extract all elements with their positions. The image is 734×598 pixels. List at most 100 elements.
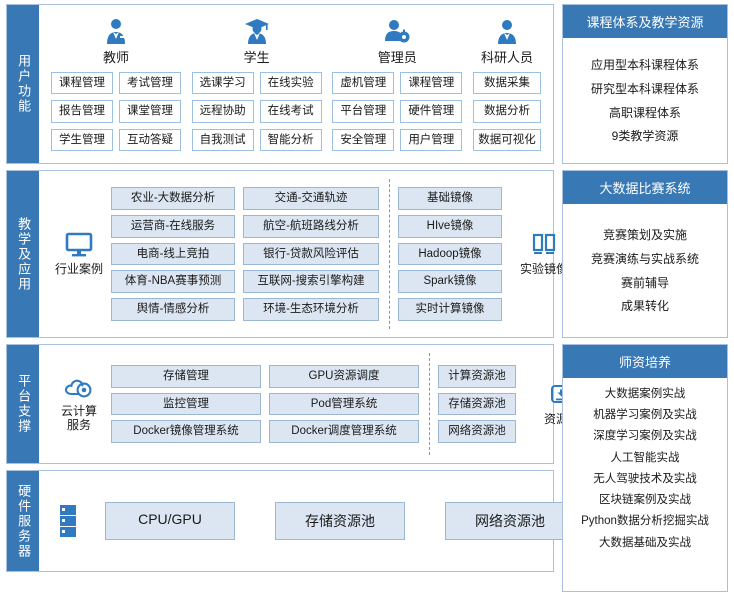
panel-list-item[interactable]: 赛前辅导 (620, 275, 669, 290)
resource-button[interactable]: 存储资源池 (438, 392, 516, 416)
case-button[interactable]: 环境-生态环境分析 (243, 297, 379, 321)
case-button[interactable]: 体育-NBA赛事预测 (111, 270, 235, 293)
case-column-2: 交通-交通轨迹 航空-航班路线分析 银行-贷款风险评估 互联网-搜索引擎构建 环… (243, 187, 379, 321)
role-name: 管理员 (377, 49, 417, 65)
case-button[interactable]: 互联网-搜索引擎构建 (243, 270, 379, 293)
function-button[interactable]: 智能分析 (259, 128, 322, 152)
panel-list-item[interactable]: 无人驾驶技术及实战 (593, 472, 697, 485)
case-button[interactable]: 航空-航班路线分析 (243, 215, 379, 238)
panel-list-item[interactable]: 成果转化 (620, 299, 669, 314)
resource-button[interactable]: 网络资源池 (438, 420, 516, 443)
image-button[interactable]: Hadoop镜像 (398, 242, 502, 266)
experiment-images-columns: 基础镜像 HIve镜像 Hadoop镜像 Spark镜像 实时计算镜像 (398, 187, 502, 321)
panel-list-item[interactable]: 大数据基础及实战 (599, 536, 691, 549)
role-admin: 管理员 虚机管理 平台管理 安全管理 课程管理 硬件管理 用户管理 (332, 17, 463, 152)
case-button[interactable]: 交通-交通轨迹 (243, 187, 379, 211)
panel-title: 课程体系及教学资源 (563, 5, 727, 38)
function-button[interactable]: 数据分析 (472, 100, 541, 123)
hardware-button-group: CPU/GPU 存储资源池 网络资源池 (105, 502, 575, 540)
panel-list-item[interactable]: Python数据分析挖掘实战 (581, 515, 709, 528)
platform-button[interactable]: Pod管理系统 (269, 392, 419, 416)
platform-button[interactable]: Docker镜像管理系统 (111, 420, 261, 443)
panel-teacher-training: 师资培养 大数据案例实战 机器学习案例及实战 深度学习案例及实战 人工智能实战 … (562, 344, 728, 592)
panel-list-item[interactable]: 区块链案例及实战 (599, 494, 691, 507)
section-label-text: 硬件服务器 (16, 483, 32, 559)
resource-button[interactable]: 计算资源池 (438, 365, 516, 388)
hardware-button[interactable]: 网络资源池 (445, 502, 575, 540)
section-platform-support: 平台支撑 云计算 服务 (6, 344, 580, 464)
role-researcher: 科研人员 数据采集 数据分析 数据可视化 (472, 17, 541, 152)
platform-button[interactable]: 存储管理 (111, 365, 261, 388)
panel-list-item[interactable]: 研究型本科课程体系 (590, 81, 699, 96)
group-label-line-2: 服务 (66, 417, 91, 432)
role-list: 教师 课程管理 报告管理 学生管理 考试管理 课堂管理 互动答疑 (47, 17, 545, 152)
section-body-user-functions: 教师 课程管理 报告管理 学生管理 考试管理 课堂管理 互动答疑 (39, 5, 553, 163)
server-rack-icon (57, 504, 79, 538)
panel-list-item[interactable]: 应用型本科课程体系 (590, 57, 699, 72)
function-button[interactable]: 互动答疑 (119, 128, 181, 152)
panel-title: 大数据比赛系统 (563, 171, 727, 204)
panel-list-item[interactable]: 人工智能实战 (610, 451, 680, 464)
student-icon (242, 17, 272, 45)
function-button[interactable]: 自我测试 (191, 128, 254, 152)
platform-button[interactable]: 监控管理 (111, 392, 261, 416)
role-teacher: 教师 课程管理 报告管理 学生管理 考试管理 课堂管理 互动答疑 (51, 17, 181, 152)
cloud-service-group: 云计算 服务 存储管理 监控管理 Docker镜像管理系统 GPU资源调度 Po… (47, 365, 419, 443)
group-label: 实验镜像 (519, 261, 568, 276)
function-button[interactable]: 课程管理 (400, 71, 463, 95)
image-button[interactable]: Spark镜像 (398, 270, 502, 293)
hardware-button[interactable]: 存储资源池 (275, 502, 405, 540)
platform-column-2: GPU资源调度 Pod管理系统 Docker调度管理系统 (269, 365, 419, 443)
function-button[interactable]: 硬件管理 (400, 100, 463, 123)
case-button[interactable]: 电商-线上竞拍 (111, 242, 235, 266)
function-button[interactable]: 在线实验 (259, 71, 322, 95)
section-label-hardware-servers: 硬件服务器 (7, 471, 39, 571)
panel-list-item[interactable]: 大数据案例实战 (604, 388, 686, 400)
platform-button[interactable]: GPU资源调度 (269, 365, 419, 388)
function-button[interactable]: 虚机管理 (332, 71, 395, 95)
group-label: 行业案例 (54, 261, 103, 276)
case-button[interactable]: 农业-大数据分析 (111, 187, 235, 211)
panel-list-item[interactable]: 深度学习案例及实战 (593, 430, 697, 443)
resource-column: 计算资源池 存储资源池 网络资源池 (438, 365, 516, 443)
function-button[interactable]: 考试管理 (119, 71, 181, 95)
section-teaching-application: 教学及应用 行业案例 (6, 170, 568, 338)
image-button[interactable]: HIve镜像 (398, 215, 502, 238)
panel-list-item[interactable]: 高职课程体系 (608, 105, 681, 120)
function-button[interactable]: 数据采集 (472, 71, 541, 95)
function-button[interactable]: 数据可视化 (472, 128, 541, 152)
panel-list-item[interactable]: 竞赛演练与实战系统 (590, 251, 699, 266)
panel-list-item[interactable]: 机器学习案例及实战 (593, 409, 697, 422)
hardware-button[interactable]: CPU/GPU (105, 502, 235, 540)
case-button[interactable]: 银行-贷款风险评估 (243, 242, 379, 266)
function-button[interactable]: 安全管理 (332, 128, 395, 152)
industry-cases-group: 行业案例 农业-大数据分析 运营商-在线服务 电商-线上竞拍 体育-NBA赛事预… (47, 187, 379, 321)
case-button[interactable]: 舆情-情感分析 (111, 297, 235, 321)
function-button[interactable]: 学生管理 (51, 128, 113, 152)
role-header: 管理员 (378, 17, 417, 66)
platform-button[interactable]: Docker调度管理系统 (269, 420, 419, 443)
function-button[interactable]: 课程管理 (51, 71, 113, 95)
researcher-icon (492, 17, 522, 45)
image-button[interactable]: 实时计算镜像 (398, 297, 502, 321)
function-button[interactable]: 报告管理 (51, 100, 113, 123)
function-button[interactable]: 远程协助 (191, 100, 254, 123)
section-body-teaching-application: 行业案例 农业-大数据分析 运营商-在线服务 电商-线上竞拍 体育-NBA赛事预… (39, 171, 584, 337)
function-button[interactable]: 课堂管理 (119, 100, 181, 123)
role-button-grid: 选课学习 远程协助 自我测试 在线实验 在线考试 智能分析 (191, 71, 322, 152)
role-header: 教师 (101, 17, 131, 66)
experiment-images-group: 基础镜像 HIve镜像 Hadoop镜像 Spark镜像 实时计算镜像 (398, 187, 576, 321)
panel-course-system: 课程体系及教学资源 应用型本科课程体系 研究型本科课程体系 高职课程体系 9类教… (562, 4, 728, 164)
function-button[interactable]: 选课学习 (191, 71, 254, 95)
role-button-grid: 数据采集 数据分析 数据可视化 (472, 71, 541, 152)
function-button[interactable]: 在线考试 (259, 100, 322, 123)
function-button[interactable]: 平台管理 (332, 100, 395, 123)
panel-list-item[interactable]: 9类教学资源 (611, 129, 679, 144)
function-button[interactable]: 用户管理 (400, 128, 463, 152)
section-label-platform-support: 平台支撑 (7, 345, 39, 463)
image-button[interactable]: 基础镜像 (398, 187, 502, 211)
case-button[interactable]: 运营商-在线服务 (111, 215, 235, 238)
industry-cases-columns: 农业-大数据分析 运营商-在线服务 电商-线上竞拍 体育-NBA赛事预测 舆情-… (111, 187, 379, 321)
vertical-dashed-divider (429, 353, 430, 455)
panel-list-item[interactable]: 竞赛策划及实施 (602, 227, 687, 242)
